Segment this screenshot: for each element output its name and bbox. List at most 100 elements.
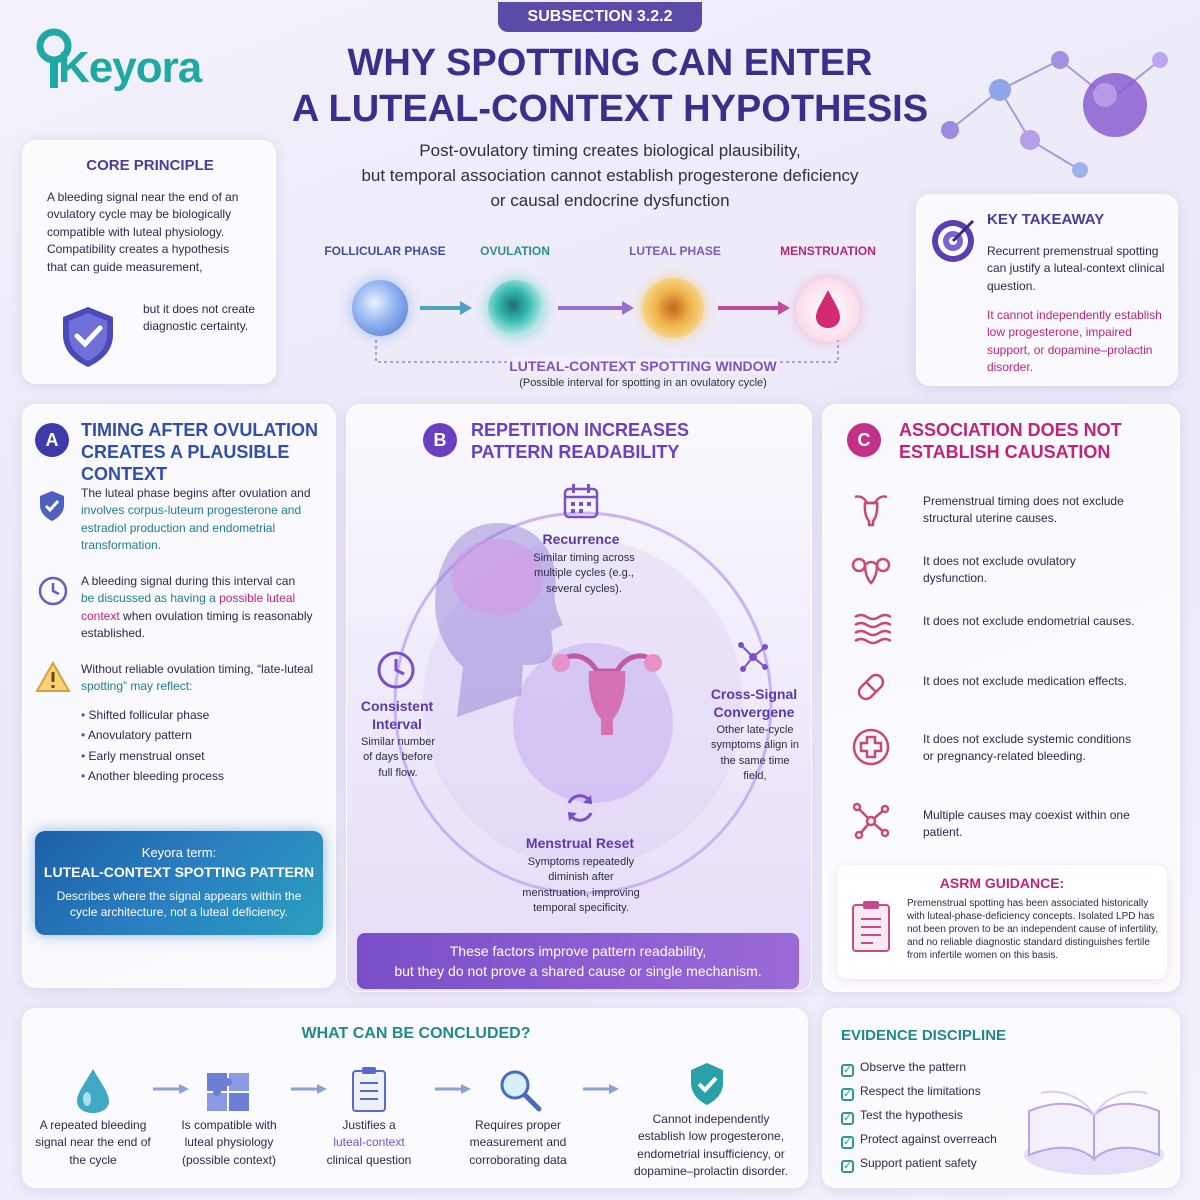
section-b-footer-line-1: These factors improve pattern readabilit…: [449, 943, 707, 959]
ovum-icon: [488, 280, 544, 336]
key-takeaway-text-2: It cannot independently establish low pr…: [987, 308, 1162, 375]
conclusion-heading: WHAT CAN BE CONCLUDED?: [301, 1025, 531, 1042]
magnifier-icon: [500, 1070, 542, 1112]
bullet-item: • Shifted follicular phase: [81, 708, 210, 722]
subtitle-line-3: or causal endocrine dysfunction: [490, 191, 730, 210]
cross-signal-description: Other late-cycle symptoms align in the s…: [710, 724, 800, 783]
conclusion-step-1: A repeated bleeding signal near the end …: [35, 1118, 151, 1167]
brand-logo: Keyora: [30, 20, 230, 92]
spotting-window-note: (Possible interval for spotting in an ov…: [519, 377, 767, 389]
checkbox-icon: ✓: [841, 1088, 854, 1101]
section-c-heading-line-2: ESTABLISH CAUSATION: [899, 442, 1111, 462]
pill-icon: [857, 673, 885, 701]
molecule-icon: [941, 51, 1168, 178]
recurrence-title: Recurrence: [542, 531, 620, 547]
core-principle-text-1: A bleeding signal near the end of an ovu…: [47, 190, 239, 274]
follicle-icon: [352, 280, 408, 336]
section-a-card: A TIMING AFTER OVULATION CREATES A PLAUS…: [22, 404, 336, 988]
target-icon: [932, 219, 975, 262]
section-a-item-3: Without reliable ovulation timing, “late…: [81, 661, 331, 696]
conclusion-step-3-line-1: Justifies a: [342, 1118, 396, 1132]
evidence-discipline-card: EVIDENCE DISCIPLINE ✓Observe the pattern…: [822, 1008, 1180, 1188]
a-item-2-line-4: established.: [81, 626, 146, 641]
warning-icon: [35, 661, 71, 692]
arrow-right-icon: [558, 301, 634, 315]
conclusion-card: WHAT CAN BE CONCLUDED? A repeated bleedi…: [22, 1008, 808, 1188]
subsection-badge: SUBSECTION 3.2.2: [498, 2, 702, 32]
clock-icon: [38, 576, 68, 606]
keyora-term-description: Describes where the signal appears withi…: [56, 889, 302, 919]
network-icon: [738, 642, 768, 672]
evidence-item: ✓Respect the limitations: [841, 1084, 981, 1101]
checkbox-icon: ✓: [841, 1112, 854, 1125]
section-c-heading: ASSOCIATION DOES NOT ESTABLISH CAUSATION: [899, 419, 1122, 463]
key-takeaway-text-1: Recurrent premenstrual spotting can just…: [987, 244, 1165, 293]
conclusion-step-4: Requires proper measurement and corrobor…: [469, 1118, 567, 1167]
brand-name: Keyora: [58, 43, 202, 92]
a-item-1-line-2: involves corpus-luteum progesterone and: [81, 503, 302, 518]
shield-check-icon: [63, 307, 113, 367]
uterus-icon: [552, 653, 662, 735]
bullet-item: • Early menstrual onset: [81, 748, 205, 763]
arrow-right-icon: [420, 301, 472, 315]
page-subtitle: Post-ovulatory timing creates biological…: [320, 138, 900, 213]
title-line-2: A LUTEAL-CONTEXT HYPOTHESIS: [291, 88, 929, 130]
causation-item: It does not exclude ovulatory dysfunctio…: [923, 554, 1076, 586]
shield-check-icon: [40, 491, 64, 521]
asrm-guidance-box: ASRM GUIDANCE: Premenstrual spotting has…: [837, 865, 1167, 979]
puzzle-icon: [207, 1073, 249, 1111]
section-b-footer-line-2: but they do not prove a shared cause or …: [394, 963, 762, 979]
arrow-right-icon: [291, 1084, 327, 1094]
clipboard-icon: [852, 901, 890, 952]
asrm-heading: ASRM GUIDANCE:: [939, 875, 1065, 891]
section-b-heading-line-1: REPETITION INCREASES: [471, 420, 690, 440]
phase-label-follicular: FOLLICULAR PHASE: [324, 244, 446, 258]
section-b-heading: REPETITION INCREASES PATTERN READABILITY: [471, 419, 689, 463]
causation-item: It does not exclude medication effects.: [923, 674, 1127, 688]
causation-item: It does not exclude systemic conditions …: [923, 732, 1132, 764]
conclusion-step-3-line-3: clinical question: [326, 1152, 412, 1167]
recurrence-description: Similar timing across multiple cycles (e…: [533, 552, 635, 595]
evidence-item: ✓Protect against overreach: [841, 1132, 997, 1149]
evidence-heading: EVIDENCE DISCIPLINE: [841, 1027, 1007, 1044]
endometrium-icon: [854, 613, 891, 645]
asrm-text: Premenstrual spotting has been associate…: [907, 898, 1159, 961]
conclusion-step-2-line-3: (possible context): [181, 1152, 277, 1167]
evidence-item: ✓Observe the pattern: [841, 1060, 967, 1077]
a-item-2-line-1: A bleeding signal during this interval c…: [81, 574, 296, 588]
a-item-1-line-4: transformation.: [81, 538, 162, 553]
shield-check-icon: [691, 1063, 723, 1105]
bullet-item: • Another bleeding process: [81, 769, 224, 784]
evidence-item: ✓Test the hypothesis: [841, 1108, 963, 1125]
section-b-badge: B: [423, 423, 457, 457]
medical-cross-icon: [852, 728, 890, 766]
section-a-heading-line-1: TIMING AFTER OVULATION: [81, 420, 318, 440]
arrow-right-icon: [153, 1084, 189, 1094]
evidence-list: ✓Observe the pattern ✓Respect the limita…: [841, 1059, 1021, 1179]
a-item-2-context: context: [81, 608, 120, 623]
conclusion-step-3: Justifies a luteal-context clinical ques…: [313, 1117, 425, 1169]
keyora-term-box: Keyora term: LUTEAL-CONTEXT SPOTTING PAT…: [35, 831, 323, 935]
a-item-2-when: when ovulation timing is reasonably: [123, 608, 313, 623]
conclusion-step-2-line-1: Is compatible with: [181, 1118, 277, 1132]
checklist-icon: [352, 1067, 386, 1112]
section-b-footer: These factors improve pattern readabilit…: [357, 933, 799, 989]
menstrual-reset-title: Menstrual Reset: [525, 835, 635, 851]
cross-signal-title-1: Cross-Signal: [710, 686, 798, 702]
network-icon: [852, 802, 890, 840]
a-item-2-teal: be discussed as having a: [81, 591, 216, 606]
section-c-badge: C: [847, 423, 881, 457]
calendar-icon: [563, 484, 599, 519]
bullet-item: • Anovulatory pattern: [81, 728, 192, 743]
core-principle-card: CORE PRINCIPLE A bleeding signal near th…: [22, 140, 276, 384]
causation-item: Premenstrual timing does not exclude str…: [923, 494, 1124, 526]
head-silhouette-icon: [435, 523, 563, 717]
subtitle-line-2: but temporal association cannot establis…: [361, 166, 859, 185]
a-item-2-magenta: possible luteal: [219, 591, 296, 606]
ovary-icon: [851, 557, 891, 585]
checkbox-icon: ✓: [841, 1064, 854, 1077]
subtitle-line-1: Post-ovulatory timing creates biological…: [419, 141, 801, 160]
arrow-right-icon: [718, 301, 790, 315]
a-item-3-line-1: Without reliable ovulation timing, “late…: [81, 662, 314, 676]
cross-signal-title: Cross-Signal Convergene: [699, 685, 809, 721]
